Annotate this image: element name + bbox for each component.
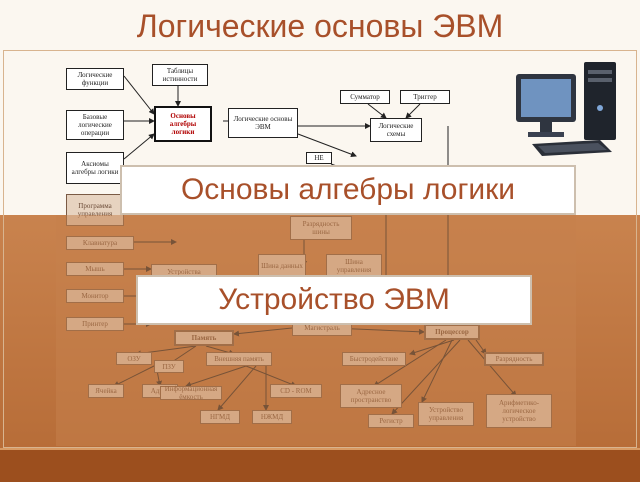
connector-alu bbox=[467, 339, 517, 397]
callout-algebra-basics: Основы алгебры логики bbox=[120, 165, 576, 215]
node-address-space: Адресное пространство bbox=[340, 384, 402, 408]
concept-diagram: Логические функции Таблицы истинности Ба… bbox=[56, 56, 576, 446]
node-trigger: Триггер bbox=[400, 90, 450, 104]
node-monitor: Монитор bbox=[66, 289, 124, 303]
connector-trigger bbox=[405, 103, 421, 119]
connector-memory bbox=[233, 327, 293, 337]
node-register: Регистр bbox=[368, 414, 414, 428]
node-algebra-basics: Основы алгебры логики bbox=[154, 106, 212, 142]
connector-logic-functions bbox=[123, 75, 155, 115]
node-adder: Сумматор bbox=[340, 90, 390, 104]
node-bus-width: Разрядность шины bbox=[290, 216, 352, 240]
connector-cell bbox=[113, 364, 157, 387]
node-fdd: НГМД bbox=[200, 410, 240, 424]
node-info-capacity: Информационная ёмкость bbox=[160, 385, 222, 401]
node-mouse: Мышь bbox=[66, 262, 124, 276]
connector-fdd bbox=[217, 365, 257, 411]
slide-title: Логические основы ЭВМ bbox=[136, 8, 504, 44]
node-hdd: НЖМД bbox=[252, 410, 292, 424]
node-truth-tables: Таблицы истинности bbox=[152, 64, 208, 86]
callout-computer-structure: Устройство ЭВМ bbox=[136, 275, 532, 325]
node-printer: Принтер bbox=[66, 317, 124, 331]
node-logic-functions: Логические функции bbox=[66, 68, 124, 90]
node-processor: Процессор bbox=[424, 324, 480, 340]
node-alu: Арифметико-логическое устройство bbox=[486, 394, 552, 428]
node-keyboard: Клавиатура bbox=[66, 236, 134, 250]
node-rom: ПЗУ bbox=[154, 360, 184, 373]
node-clock-rate: Быстродействие bbox=[342, 352, 406, 366]
node-basic-logic-ops: Базовые логические операции bbox=[66, 110, 124, 140]
node-logic-basics-ecm: Логические основы ЭВМ bbox=[228, 108, 298, 138]
node-external-memory: Внешняя память bbox=[206, 352, 272, 366]
node-cell: Ячейка bbox=[88, 384, 124, 398]
node-not-gate: НЕ bbox=[306, 152, 332, 164]
node-control-unit: Устройство управления bbox=[418, 402, 474, 426]
node-memory: Память bbox=[174, 330, 234, 346]
node-ram: ОЗУ bbox=[116, 352, 152, 365]
node-control-program: Программа управления bbox=[66, 194, 124, 226]
node-bit-depth: Разрядность bbox=[484, 352, 544, 366]
connector-capacity bbox=[185, 365, 247, 388]
connector-adder bbox=[367, 103, 387, 119]
node-cd-rom: CD - ROM bbox=[270, 384, 322, 398]
node-axioms: Аксиомы алгебры логики bbox=[66, 152, 124, 184]
node-logic-elements: Логические схемы bbox=[370, 118, 422, 142]
footer-bar bbox=[0, 448, 640, 482]
connector-control-unit bbox=[421, 339, 453, 403]
connector-ecm-to-not bbox=[297, 133, 357, 158]
computer-icon bbox=[516, 62, 616, 156]
content-frame bbox=[3, 50, 637, 448]
connector-axioms bbox=[123, 133, 155, 160]
connector-clock bbox=[409, 339, 455, 356]
